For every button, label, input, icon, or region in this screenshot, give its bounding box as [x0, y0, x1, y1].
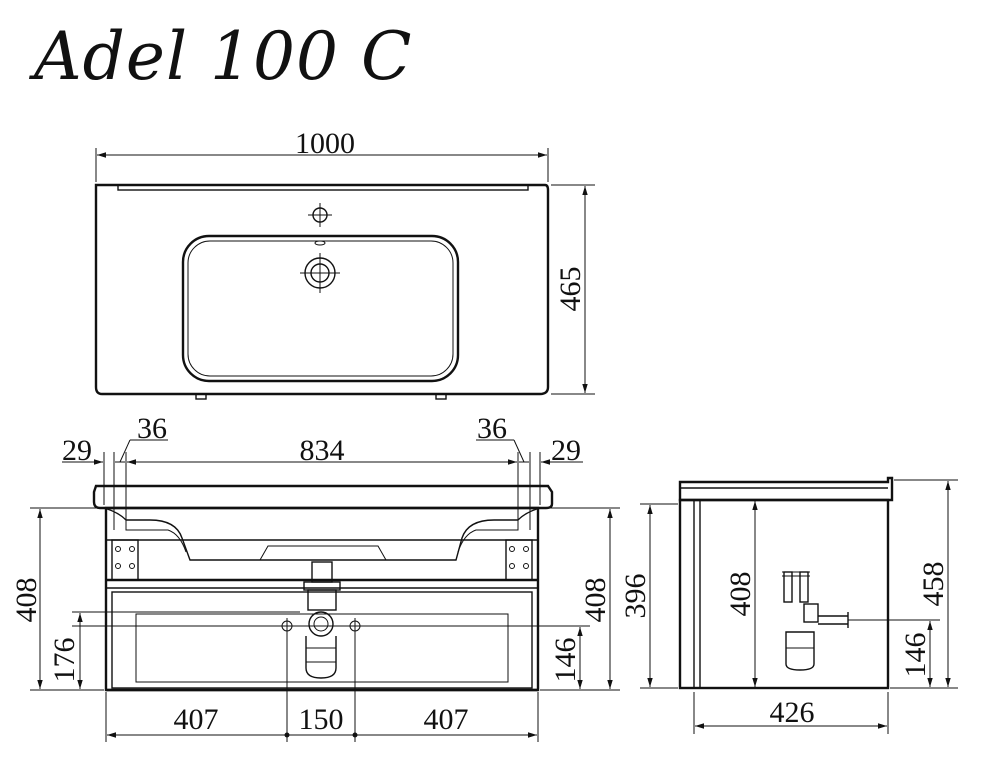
dim-left-inner-36: 36	[137, 412, 167, 445]
dim-right-height-408: 408	[579, 578, 612, 623]
side-countertop	[678, 476, 894, 502]
wall-bracket-left	[195, 393, 207, 400]
front-view: 29 36 834 36 29 408 176 408 146 407 150 …	[10, 412, 620, 742]
dim-inner-width-834: 834	[300, 434, 345, 467]
dim-bottom-right-407: 407	[424, 703, 469, 736]
side-view: 396 408 458 146 426	[619, 476, 958, 734]
drain-hole-icon	[300, 240, 340, 293]
dim-bottom-left-407: 407	[174, 703, 219, 736]
dim-bottom-center-150: 150	[299, 703, 344, 736]
dim-left-drain-176: 176	[48, 638, 81, 683]
dim-right-edge-29: 29	[551, 434, 581, 467]
model-title: Adel 100 C	[34, 18, 413, 95]
dim-side-total-458: 458	[917, 562, 950, 607]
side-cabinet	[678, 498, 890, 690]
dim-depth-465: 465	[554, 267, 587, 312]
top-view-backsplash	[117, 184, 529, 191]
dim-right-drain-146: 146	[549, 638, 582, 683]
dim-side-drain-146: 146	[899, 633, 932, 678]
wall-bracket-right	[435, 393, 447, 400]
dim-side-depth-426: 426	[770, 696, 815, 729]
front-basin-bowl	[103, 507, 541, 561]
front-countertop	[92, 484, 554, 510]
front-drawer	[111, 591, 533, 689]
front-cabinet	[104, 506, 540, 692]
dim-right-inner-36: 36	[477, 412, 507, 445]
side-siphon-icon	[782, 571, 849, 671]
dim-width-1000: 1000	[295, 127, 355, 160]
dim-left-edge-29: 29	[62, 434, 92, 467]
top-view-outline	[94, 183, 550, 396]
dim-side-body-396: 396	[619, 574, 652, 619]
bracket-left	[111, 539, 139, 581]
dim-side-inner-408: 408	[724, 572, 757, 617]
dim-left-height-408: 408	[10, 578, 43, 623]
tap-hole-icon	[308, 203, 332, 227]
basin-outline	[181, 234, 460, 383]
top-view: 1000 465	[94, 127, 595, 400]
bracket-right	[505, 539, 533, 581]
siphon-icon	[303, 561, 341, 679]
